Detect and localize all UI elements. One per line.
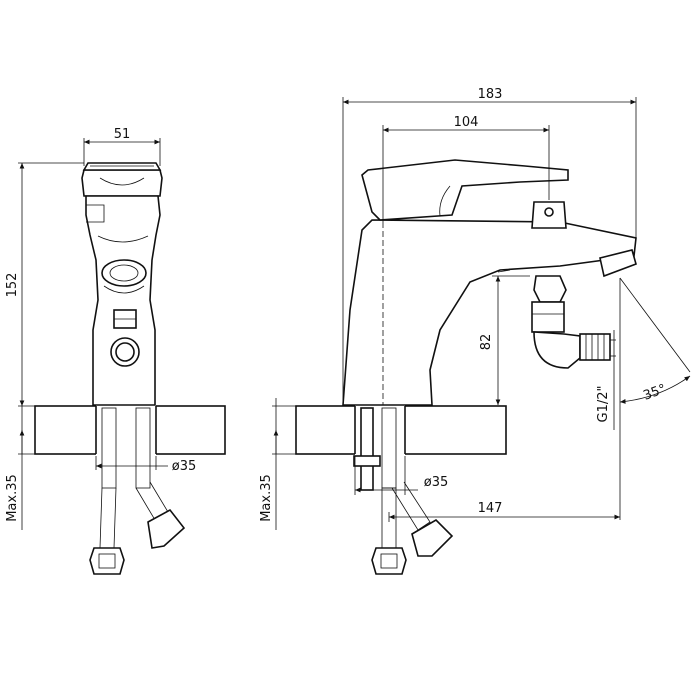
front-max-label: Max.35 <box>5 474 20 522</box>
dim-side-hose-offset <box>388 512 620 522</box>
side-height-label: 82 <box>479 334 494 351</box>
dim-side-height <box>492 275 530 405</box>
side-countertop <box>295 404 507 456</box>
side-angle-label: 35° <box>641 382 668 404</box>
front-handle <box>81 162 163 197</box>
dim-side-max <box>272 398 296 530</box>
front-width-label: 51 <box>114 127 131 142</box>
front-hoses <box>89 407 186 575</box>
dim-side-diameter <box>354 456 418 495</box>
front-view: 51 152 Max.35 ø35 <box>5 127 226 575</box>
side-hoses <box>371 407 454 575</box>
dim-front-width <box>83 138 161 166</box>
side-thread-label: G1/2" <box>596 386 611 423</box>
dim-front-height <box>18 162 84 407</box>
dim-side-total <box>342 97 637 405</box>
side-total-label: 183 <box>478 87 503 102</box>
front-diameter-label: ø35 <box>172 459 197 474</box>
side-body <box>342 159 637 406</box>
side-spout-label: 104 <box>454 115 479 130</box>
dim-side-spout <box>382 125 550 222</box>
dim-front-max <box>18 406 35 530</box>
side-diameter-label: ø35 <box>424 475 449 490</box>
side-hose-offset-label: 147 <box>478 501 503 516</box>
side-view: 183 104 82 G1/2" 35° <box>259 87 691 575</box>
dim-side-thread <box>610 330 616 430</box>
dim-front-diameter <box>95 456 168 470</box>
dim-side-angle <box>619 277 691 520</box>
side-max-label: Max.35 <box>259 474 274 522</box>
front-body <box>85 195 161 406</box>
front-countertop <box>34 404 226 456</box>
front-height-label: 152 <box>5 273 20 298</box>
